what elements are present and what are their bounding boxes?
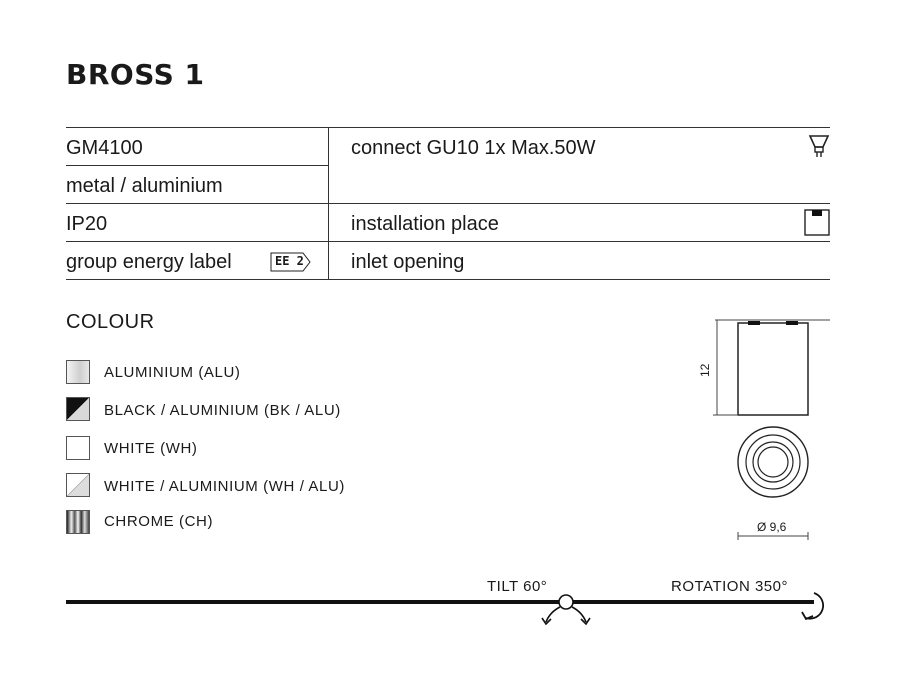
swatch-white xyxy=(66,436,90,460)
product-code: GM4100 xyxy=(66,137,143,159)
rotation-caption: ROTATION 350° xyxy=(671,578,788,595)
table-rule xyxy=(66,241,830,242)
table-rule xyxy=(66,203,830,204)
table-divider xyxy=(328,127,329,280)
product-drawing xyxy=(713,319,830,540)
diameter-dimension: Ø 9,6 xyxy=(757,520,787,534)
inlet-opening: inlet opening xyxy=(351,251,465,273)
ip-rating: IP20 xyxy=(66,213,108,235)
table-rule xyxy=(66,127,830,128)
colour-heading: COLOUR xyxy=(66,311,155,333)
gu10-bulb-icon xyxy=(808,135,830,157)
tilt-caption: TILT 60° xyxy=(487,578,548,595)
connection-info: connect GU10 1x Max.50W xyxy=(351,137,596,159)
height-dimension: 12 xyxy=(698,363,712,377)
installation-place-icon xyxy=(804,209,830,236)
feature-bar xyxy=(66,600,814,604)
swatch-black-aluminium xyxy=(66,397,90,421)
table-rule xyxy=(66,279,830,280)
product-title: BROSS 1 xyxy=(66,58,205,91)
swatch-white-aluminium xyxy=(66,473,90,497)
tilt-arrows-icon xyxy=(541,594,591,626)
colour-option-label: WHITE / ALUMINIUM (WH / ALU) xyxy=(104,478,345,495)
installation-place: installation place xyxy=(351,213,499,235)
colour-option-label: BLACK / ALUMINIUM (BK / ALU) xyxy=(104,402,341,419)
colour-option-label: ALUMINIUM (ALU) xyxy=(104,364,241,381)
rotation-arrow-icon xyxy=(801,592,824,621)
colour-option-label: CHROME (CH) xyxy=(104,513,214,530)
energy-label: group energy label xyxy=(66,251,232,273)
table-rule xyxy=(66,165,328,166)
material: metal / aluminium xyxy=(66,175,223,197)
swatch-chrome xyxy=(66,510,90,534)
energy-badge-text: EE 2 xyxy=(275,254,304,268)
colour-option-label: WHITE (WH) xyxy=(104,440,198,457)
swatch-aluminium xyxy=(66,360,90,384)
energy-class-icon: EE 2 xyxy=(270,252,312,272)
